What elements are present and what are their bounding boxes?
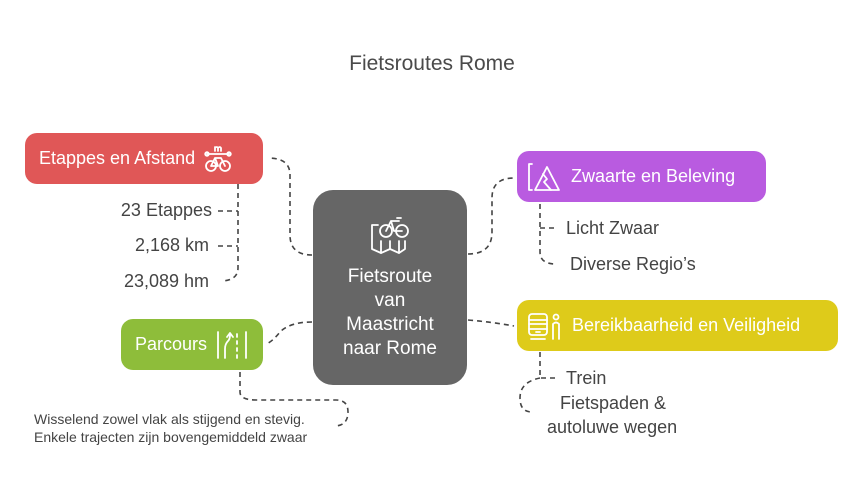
center-line-2: van — [374, 289, 406, 311]
branch-zwaarte-en-beleving[interactable]: Zwaarte en Beleving — [517, 151, 766, 202]
branch-parcours[interactable]: Parcours — [121, 319, 263, 370]
parcours-note: Wisselend zowel vlak als stijgend en ste… — [34, 410, 307, 446]
bereikbaarheid-item: Fietspaden & — [560, 393, 667, 413]
connector-etappes — [267, 157, 313, 256]
center-line-4: naar Rome — [343, 337, 437, 359]
connector-parcours-note — [239, 372, 349, 427]
mountain-icon — [528, 162, 560, 191]
bereikbaarheid-item: autoluwe wegen — [547, 417, 678, 437]
etappes-item: 23 Etappes — [120, 200, 212, 220]
connector-bereikbaarheid — [467, 319, 515, 327]
connector-zwaarte-items — [539, 204, 557, 265]
center-node[interactable]: Fietsroute van Maastricht naar Rome — [313, 190, 467, 385]
connector-bereikbaarheid-items — [539, 352, 556, 379]
zwaarte-item: Licht Zwaar — [566, 218, 660, 238]
zwaarte-item: Diverse Regio’s — [570, 254, 696, 274]
branch-bereikbaarheid-en-veiligheid[interactable]: Bereikbaarheid en Veiligheid — [517, 300, 838, 351]
branch-label: Bereikbaarheid en Veiligheid — [572, 315, 801, 335]
center-line-3: Maastricht — [346, 313, 434, 335]
etappes-item: 2,168 km — [134, 235, 209, 255]
branch-label: Parcours — [135, 334, 208, 354]
connector-parcours — [265, 321, 313, 345]
branch-label: Zwaarte en Beleving — [571, 166, 736, 186]
etappes-item: 23,089 hm — [123, 271, 209, 291]
center-line-1: Fietsroute — [347, 265, 433, 287]
branch-label: Etappes en Afstand — [39, 148, 196, 168]
bereikbaarheid-item: Trein — [566, 368, 607, 388]
bicycle-distance-icon — [204, 145, 232, 172]
road-lanes-icon — [217, 330, 247, 359]
connector-etappes-items — [221, 184, 239, 282]
map-bicycle-icon — [371, 216, 409, 254]
branch-etappes-en-afstand[interactable]: Etappes en Afstand — [25, 133, 263, 184]
parcours-note-line: Wisselend zowel vlak als stijgend en ste… — [34, 411, 305, 427]
train-person-icon — [528, 312, 560, 340]
diagram-title: Fietsroutes Rome — [349, 52, 515, 75]
connector-zwaarte — [467, 177, 515, 255]
parcours-note-line: Enkele trajecten zijn bovengemiddeld zwa… — [34, 429, 308, 445]
